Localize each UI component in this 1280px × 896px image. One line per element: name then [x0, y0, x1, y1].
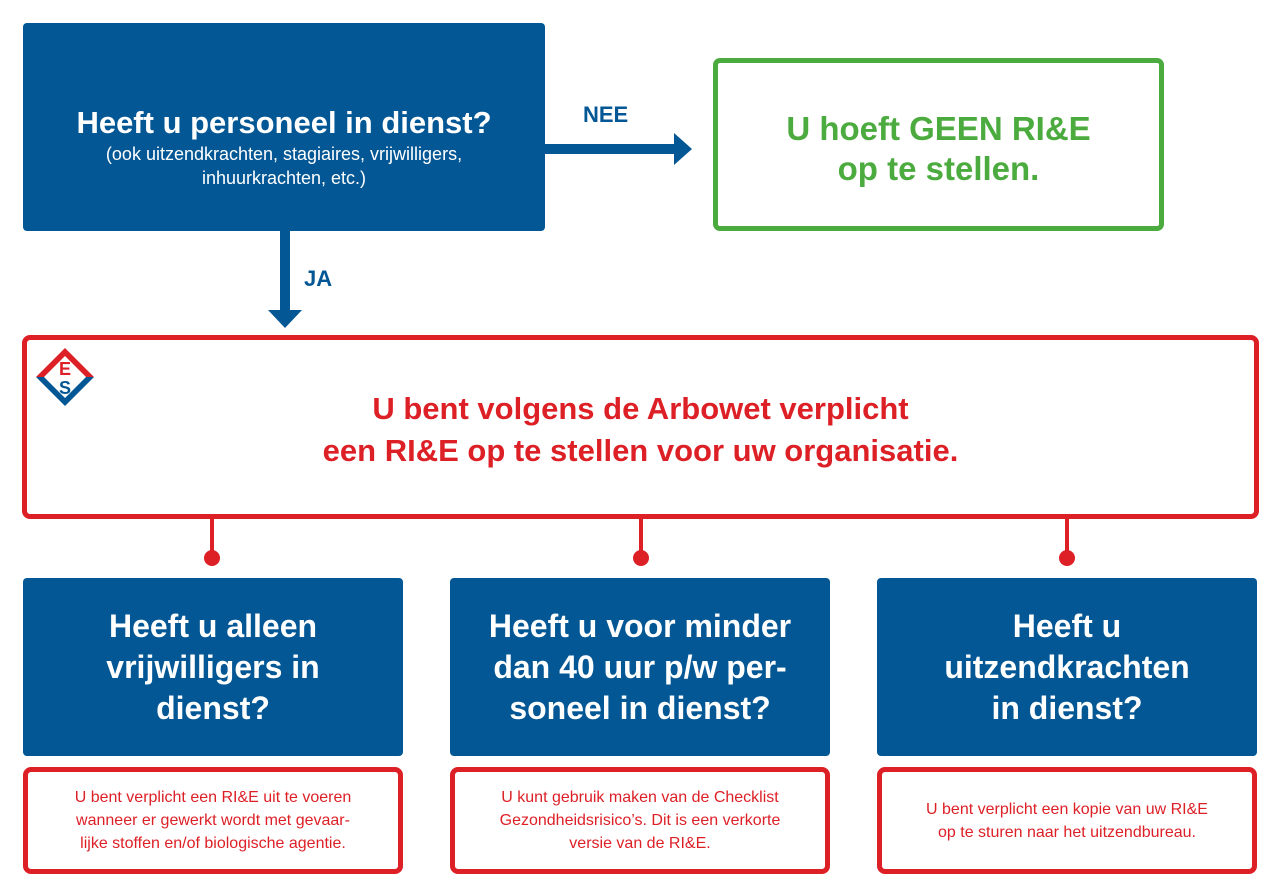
no-result-line-1: U hoeft GEEN RI&E: [786, 110, 1091, 147]
main-question-sub-2: inhuurkrachten, etc.): [201, 168, 367, 188]
main-question-title: Heeft u personeel in dienst?: [76, 105, 492, 140]
answer-box-under-40-hours: U kunt gebruik maken van de Checklist Ge…: [450, 767, 830, 874]
obligation-line-2: een RI&E op te stellen voor uw organisat…: [322, 433, 959, 468]
es-logo-icon: E S: [36, 348, 94, 406]
question-box-under-40-hours: Heeft u voor minder dan 40 uur p/w per- …: [450, 578, 830, 756]
question-box-volunteers: Heeft u alleen vrijwilligers in dienst?: [23, 578, 403, 756]
connector-dot-1: [204, 550, 220, 566]
ja-label: JA: [304, 266, 333, 291]
question-1-line-3: dienst?: [156, 689, 270, 726]
connector-dot-3: [1059, 550, 1075, 566]
answer-2-line-1: U kunt gebruik maken van de Checklist: [501, 789, 779, 806]
ja-arrow-head: [268, 310, 302, 328]
main-question-sub-1: (ook uitzendkrachten, stagiaires, vrijwi…: [105, 144, 463, 164]
answer-2-line-3: versie van de RI&E.: [569, 835, 711, 852]
question-box-temp-workers: Heeft u uitzendkrachten in dienst?: [877, 578, 1257, 756]
obligation-line-1: U bent volgens de Arbowet verplicht: [372, 391, 909, 426]
logo-letter-s: S: [59, 378, 71, 398]
answer-2-line-2: Gezondheidsrisico’s. Dit is een verkorte: [499, 812, 781, 829]
answer-3-line-2: op te sturen naar het uitzendbureau.: [938, 823, 1196, 841]
no-result-line-2: op te stellen.: [837, 150, 1040, 187]
question-3-line-1: Heeft u: [1012, 607, 1122, 644]
answer-box-volunteers: U bent verplicht een RI&E uit te voeren …: [23, 767, 403, 874]
question-1-line-2: vrijwilligers in: [106, 648, 320, 685]
answer-1-line-2: wanneer er gewerkt wordt met gevaar-: [76, 812, 350, 829]
nee-arrow-shaft: [545, 144, 677, 154]
question-1-line-1: Heeft u alleen: [108, 607, 318, 644]
no-result-box: U hoeft GEEN RI&E op te stellen.: [713, 58, 1164, 231]
nee-arrow-head: [674, 133, 692, 165]
question-2-line-2: dan 40 uur p/w per-: [493, 648, 787, 685]
question-2-line-1: Heeft u voor minder: [488, 607, 792, 644]
question-3-line-3: in dienst?: [991, 689, 1143, 726]
logo-letter-e: E: [59, 359, 71, 379]
nee-label: NEE: [583, 102, 629, 127]
obligation-box: U bent volgens de Arbowet verplicht een …: [22, 335, 1259, 519]
connector-dot-2: [633, 550, 649, 566]
answer-3-line-1: U bent verplicht een kopie van uw RI&E: [926, 800, 1208, 818]
question-2-line-3: soneel in dienst?: [509, 689, 771, 726]
main-question-box: Heeft u personeel in dienst? (ook uitzen…: [23, 23, 545, 231]
answer-box-temp-workers: U bent verplicht een kopie van uw RI&E o…: [877, 767, 1257, 874]
answer-1-line-1: U bent verplicht een RI&E uit te voeren: [74, 789, 352, 806]
answer-1-line-3: lijke stoffen en/of biologische agentie.: [80, 835, 346, 852]
question-3-line-2: uitzendkrachten: [944, 648, 1190, 685]
ja-arrow-shaft: [280, 231, 290, 313]
